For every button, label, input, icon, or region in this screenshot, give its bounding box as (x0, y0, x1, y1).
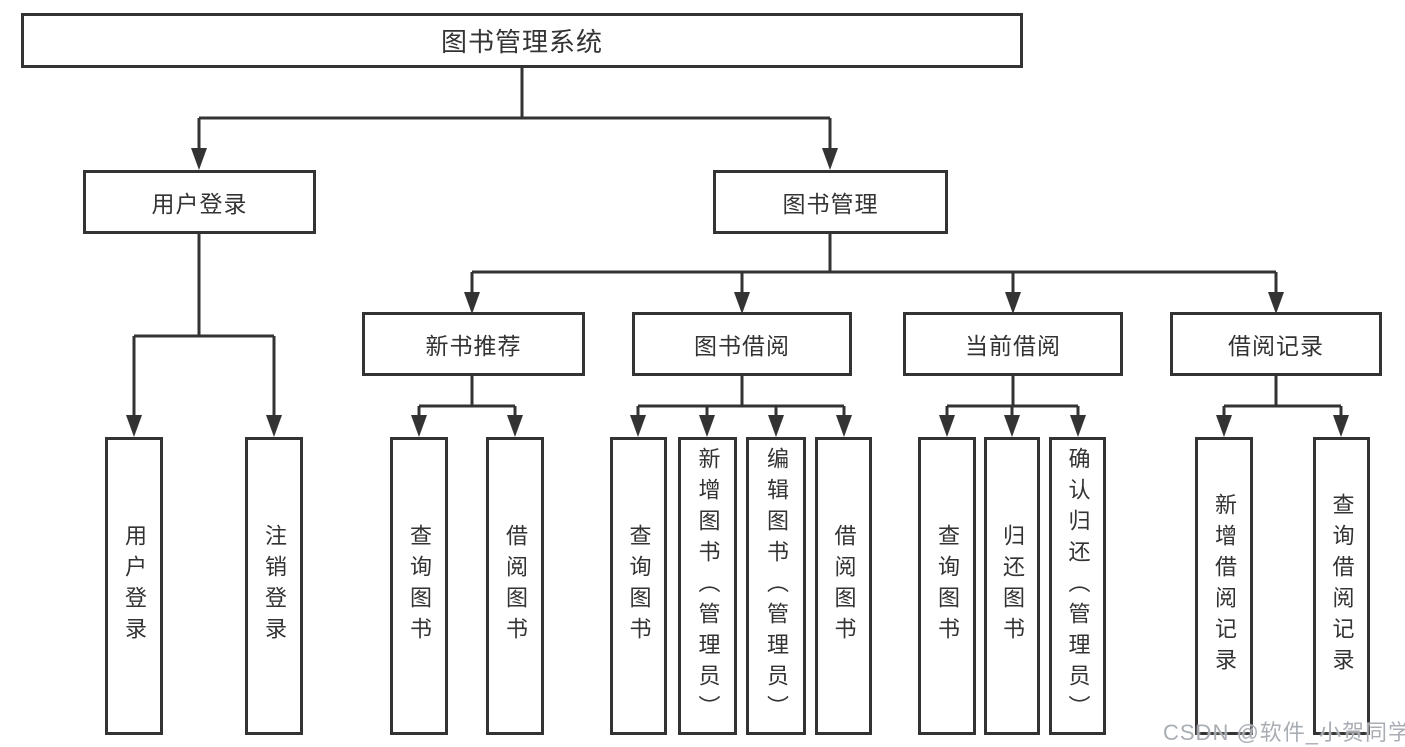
leaf-borrow-books: 借阅图书 (815, 437, 872, 735)
node-label: 图书管理 (782, 191, 879, 217)
arrow-down-icon (126, 415, 142, 437)
arrow-down-icon (699, 415, 715, 437)
arrow-down-icon (191, 148, 207, 170)
leaf-label: 新增借阅记录 (1212, 493, 1237, 679)
node-label: 当前借阅 (965, 333, 1061, 359)
arrow-down-icon (822, 148, 838, 170)
leaf-confirm-return-admin: 确认归还（管理员） (1049, 437, 1106, 735)
leaf-query-borrowing-record: 查询借阅记录 (1313, 437, 1370, 735)
leaf-user-login: 用户登录 (105, 437, 163, 735)
arrow-down-icon (1216, 415, 1232, 437)
leaf-label: 查询借阅记录 (1329, 493, 1355, 679)
leaf-logout: 注销登录 (245, 437, 303, 735)
watermark: CSDN @软件_小贺同学 (1163, 720, 1405, 745)
leaf-add-books-admin: 新增图书（管理员） (678, 437, 737, 735)
node-label: 图书借阅 (694, 333, 790, 359)
node-borrowing-records: 借阅记录 (1170, 312, 1382, 376)
node-current-borrowing: 当前借阅 (903, 312, 1123, 376)
leaf-label: 查询图书 (935, 524, 960, 648)
node-new-book-recommendation: 新书推荐 (362, 312, 585, 376)
leaf-borrow-books-recommend: 借阅图书 (486, 437, 544, 735)
arrow-down-icon (1268, 292, 1284, 314)
node-label: 新书推荐 (425, 333, 522, 359)
arrow-down-icon (630, 415, 646, 437)
arrow-down-icon (1070, 415, 1086, 437)
leaf-label: 借阅图书 (831, 524, 857, 648)
node-user-login: 用户登录 (83, 170, 316, 234)
leaf-label: 归还图书 (1000, 524, 1025, 648)
leaf-label: 确认归还（管理员） (1065, 446, 1091, 726)
arrow-down-icon (1333, 415, 1349, 437)
node-book-borrowing: 图书借阅 (632, 312, 852, 376)
node-label: 借阅记录 (1228, 333, 1324, 359)
arrow-down-icon (1005, 292, 1021, 314)
leaf-label: 用户登录 (122, 524, 147, 648)
leaf-label: 借阅图书 (503, 524, 528, 648)
arrow-down-icon (1004, 415, 1020, 437)
connector-path (132, 68, 1343, 417)
arrow-down-icon (939, 415, 955, 437)
leaf-query-books-recommend: 查询图书 (390, 437, 448, 735)
leaf-return-books: 归还图书 (984, 437, 1040, 735)
arrow-down-icon (464, 292, 480, 314)
leaf-query-books-borrowing: 查询图书 (610, 437, 667, 735)
node-label: 图书管理系统 (440, 27, 603, 57)
node-label: 用户登录 (151, 191, 248, 217)
arrow-down-icon (768, 415, 784, 437)
arrowhead-icons (126, 148, 1349, 437)
arrow-down-icon (507, 415, 523, 437)
arrow-down-icon (266, 415, 282, 437)
arrow-down-icon (836, 415, 852, 437)
node-library-management-system: 图书管理系统 (21, 13, 1023, 68)
leaf-label: 新增图书（管理员） (695, 446, 721, 726)
arrow-down-icon (411, 415, 427, 437)
node-book-management: 图书管理 (713, 170, 948, 234)
arrow-down-icon (734, 292, 750, 314)
leaf-edit-books-admin: 编辑图书（管理员） (746, 437, 806, 735)
leaf-label: 编辑图书（管理员） (764, 446, 789, 726)
leaf-label: 查询图书 (407, 524, 432, 648)
leaf-add-borrowing-record: 新增借阅记录 (1195, 437, 1253, 735)
leaf-query-books-current: 查询图书 (918, 437, 976, 735)
leaf-label: 注销登录 (262, 524, 287, 648)
leaf-label: 查询图书 (626, 524, 652, 648)
